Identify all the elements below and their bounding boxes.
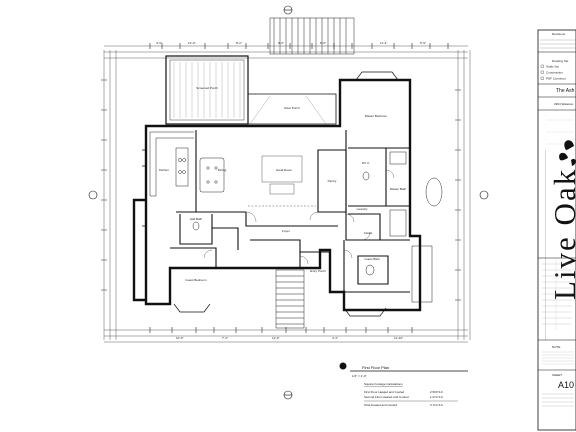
- room-label-guest-bedroom: Guest Bedroom: [185, 278, 207, 282]
- sqft-row-value: 2,500 S.F.: [430, 390, 444, 394]
- rear-stair: [269, 17, 355, 55]
- svg-text:7'-4": 7'-4": [222, 336, 228, 340]
- svg-text:10'-0": 10'-0": [176, 336, 184, 340]
- svg-text:12'-0": 12'-0": [272, 336, 280, 340]
- plan-title: First Floor Plan: [362, 365, 389, 370]
- svg-text:12'-0": 12'-0": [188, 41, 196, 45]
- room-label-kitchen: Kitchen: [159, 168, 169, 172]
- room-label-master-bath: Master Bath: [390, 187, 407, 191]
- svg-text:11'-10": 11'-10": [394, 336, 403, 340]
- title-block: Revisions Drawing Set Study Set Construc…: [537, 29, 576, 431]
- room-label-laundry: Laundry: [357, 207, 368, 211]
- sheet-number: A10: [558, 380, 574, 390]
- room-label-dining: Dining: [218, 168, 227, 172]
- drawing-set-item: Construction: [546, 71, 563, 75]
- svg-text:5'-9": 5'-9": [420, 41, 426, 45]
- drawing-set-item: PDF Construct: [546, 77, 566, 81]
- dimension-lines: [103, 45, 471, 343]
- brand-name: Live Oak: [547, 168, 576, 300]
- svg-text:6'-6": 6'-6": [320, 41, 326, 45]
- bath-fixtures: [192, 151, 443, 303]
- note-label: NOTE: [552, 345, 560, 349]
- drawing-set-label: Drawing Set: [552, 59, 569, 63]
- sqft-row-value: 1,214 S.F.: [430, 395, 444, 399]
- room-label-pantry: Pantry: [328, 179, 337, 183]
- rear-porch-outline: [248, 93, 337, 125]
- room-label-wic: W.I.C.: [362, 161, 370, 165]
- interior-walls: [170, 130, 410, 293]
- svg-text:4'-4": 4'-4": [332, 336, 338, 340]
- svg-text:8'-2": 8'-2": [236, 41, 242, 45]
- room-label-guest-bath: Guest Bath: [364, 257, 379, 261]
- revisions-label: Revisions: [552, 32, 566, 36]
- room-label-closet: Closet: [364, 231, 373, 235]
- project-address: 2904 Waterwo: [554, 102, 574, 106]
- sqft-row-value: 3,714 S.F.: [430, 403, 444, 407]
- dimension-ticks: [101, 43, 461, 333]
- room-label-entry-porch: Entry Porch: [310, 269, 326, 273]
- front-stair: [275, 269, 305, 329]
- room-label-foyer: Foyer: [282, 229, 290, 233]
- drawing-set-item: Study Set: [546, 65, 559, 69]
- room-label-rear-porch: Rear Porch: [284, 106, 300, 110]
- screened-porch-outline: [165, 55, 249, 125]
- plan-scale: 1/4" = 1'-0": [352, 374, 367, 378]
- svg-text:4'-6": 4'-6": [156, 41, 162, 45]
- room-labels: Screened Porch Rear Porch Master Bedroom…: [159, 86, 406, 282]
- svg-text:9'-0": 9'-0": [278, 41, 284, 45]
- svg-text:11'-4": 11'-4": [380, 41, 387, 45]
- room-label-master-bedroom: Master Bedroom: [365, 114, 388, 118]
- room-label-half-bath: Half Bath: [190, 217, 203, 221]
- sheet-label: SHEET:: [552, 373, 563, 377]
- plan-title-block: First Floor Plan 1/4" = 1'-0" Square Foo…: [339, 362, 468, 407]
- sqft-row-label: Second Floor Heated and Cooled: [364, 395, 409, 399]
- sqft-heading: Square Footage Calculations: [364, 382, 403, 386]
- grid-bubbles: [88, 5, 489, 400]
- sqft-row-label: First Floor Heated and Cooled: [364, 390, 405, 394]
- dimension-text: 4'-6" 12'-0" 8'-2" 9'-0" 6'-6" 11'-4" 5'-9" 1…: [156, 41, 426, 340]
- kitchen-fixtures: [149, 131, 225, 197]
- room-label-screened-porch: Screened Porch: [196, 86, 218, 90]
- door-swings: [203, 169, 395, 265]
- project-name: The Ash: [556, 88, 575, 94]
- brand-logo: Live Oak: [547, 140, 576, 300]
- great-room-furniture: [248, 155, 316, 207]
- sqft-row-label: Total Heated and Cooled: [364, 403, 397, 407]
- room-label-great-room: Great Room: [276, 168, 293, 172]
- windows: [142, 71, 399, 317]
